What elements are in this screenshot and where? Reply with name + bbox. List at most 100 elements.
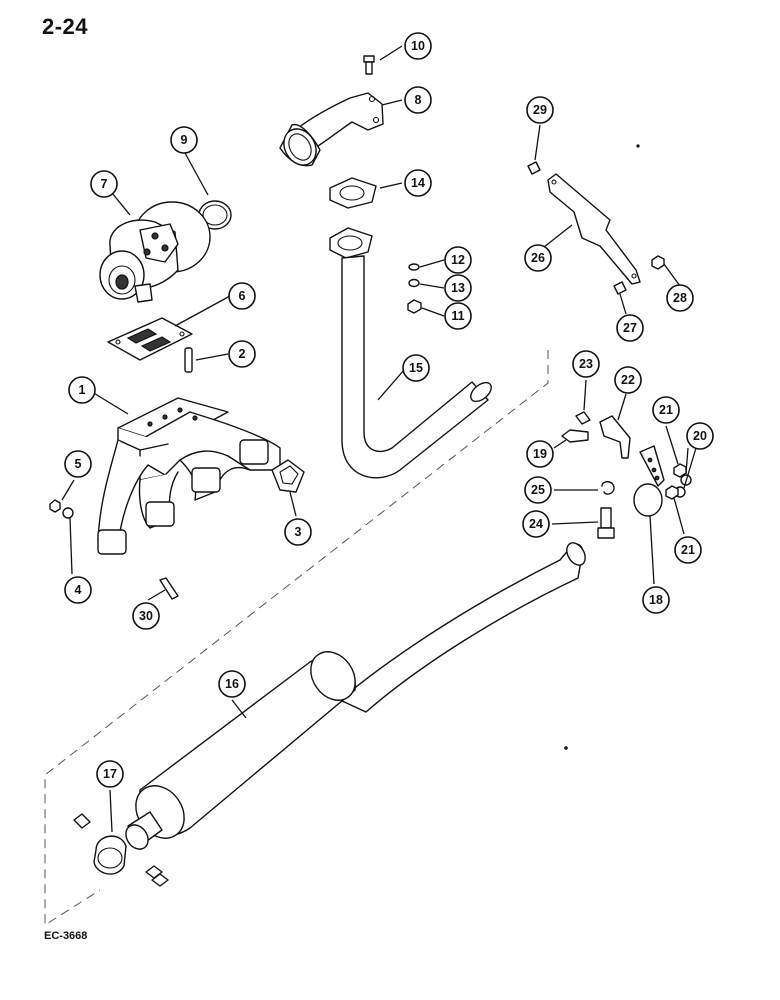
part-17-clamp	[73, 813, 169, 887]
callout-21-lower-label: 21	[681, 543, 695, 557]
callout-1: 1	[68, 376, 96, 404]
callout-24-label: 24	[529, 517, 543, 531]
callout-22: 22	[614, 366, 642, 394]
part-21-nut-lower	[665, 485, 679, 500]
part-1-exhaust-manifold	[97, 397, 281, 555]
callout-23-label: 23	[579, 357, 593, 371]
callout-12: 12	[444, 246, 472, 274]
part-7-turbocharger	[99, 201, 211, 303]
callout-17: 17	[96, 760, 124, 788]
part-2-stud	[184, 347, 193, 373]
leader-14	[379, 182, 403, 189]
part-3-gasket	[271, 459, 305, 493]
callout-21-upper: 21	[652, 396, 680, 424]
callout-24: 24	[522, 510, 550, 538]
callout-6: 6	[228, 282, 256, 310]
callout-3-label: 3	[295, 525, 302, 539]
callout-20-label: 20	[693, 429, 707, 443]
callout-7-label: 7	[101, 177, 108, 191]
stray-mark	[636, 144, 640, 148]
callout-29-label: 29	[533, 103, 547, 117]
callout-7: 7	[90, 170, 118, 198]
callout-26: 26	[524, 244, 552, 272]
leader-16	[231, 699, 247, 719]
callout-13-label: 13	[451, 281, 465, 295]
part-22-bracket	[599, 415, 631, 459]
leader-12	[419, 259, 445, 268]
leader-10	[379, 45, 403, 61]
callout-10-label: 10	[411, 39, 425, 53]
part-27-bolt	[613, 281, 627, 295]
callout-22-label: 22	[621, 373, 635, 387]
part-28-nut	[651, 255, 665, 270]
callout-30: 30	[132, 602, 160, 630]
callout-18-label: 18	[649, 593, 663, 607]
callout-19-label: 19	[533, 447, 547, 461]
callout-3: 3	[284, 518, 312, 546]
leader-21b	[673, 497, 685, 535]
figure-code: EC-3668	[44, 930, 88, 942]
part-23-bolt	[575, 411, 591, 425]
callout-8-label: 8	[415, 93, 422, 107]
part-14-gasket	[329, 177, 377, 209]
leader-28	[663, 263, 681, 287]
callout-25-label: 25	[531, 483, 545, 497]
callout-21-lower: 21	[674, 536, 702, 564]
part-11-nut	[407, 299, 422, 314]
callout-19: 19	[526, 440, 554, 468]
leader-26	[543, 224, 573, 248]
leader-29	[534, 124, 541, 161]
leader-20b	[683, 447, 697, 489]
callout-27-label: 27	[623, 321, 637, 335]
part-12-washer	[408, 263, 420, 271]
callout-17-label: 17	[103, 767, 117, 781]
callout-16-label: 16	[225, 677, 239, 691]
callout-5: 5	[64, 450, 92, 478]
leader-3	[289, 491, 297, 517]
leader-11	[421, 307, 445, 317]
leader-23	[583, 379, 587, 411]
part-6-gasket	[107, 317, 193, 361]
callout-16: 16	[218, 670, 246, 698]
leader-1	[91, 391, 129, 415]
leader-27	[619, 293, 627, 315]
callout-13: 13	[444, 274, 472, 302]
part-13-lockwasher	[408, 278, 420, 288]
callout-23: 23	[572, 350, 600, 378]
callout-11: 11	[444, 302, 472, 330]
callout-14: 14	[404, 169, 432, 197]
callout-4-label: 4	[75, 583, 82, 597]
leader-7	[111, 192, 131, 216]
part-8-elbow	[279, 92, 384, 167]
leader-lines	[61, 45, 697, 833]
callout-5-label: 5	[75, 457, 82, 471]
callout-18: 18	[642, 586, 670, 614]
part-26-bracket	[547, 173, 641, 285]
callout-9: 9	[170, 126, 198, 154]
phantom-frame-outline	[44, 350, 549, 926]
callout-14-label: 14	[411, 176, 425, 190]
callout-1-label: 1	[79, 383, 86, 397]
callout-9-label: 9	[181, 133, 188, 147]
callout-12-label: 12	[451, 253, 465, 267]
stray-mark	[564, 746, 568, 750]
leader-2	[195, 353, 229, 361]
part-30-stud	[159, 577, 179, 600]
part-5-nut	[49, 499, 61, 513]
leader-30	[147, 589, 166, 601]
leader-24	[551, 521, 599, 525]
callout-10: 10	[404, 32, 432, 60]
callout-27: 27	[616, 314, 644, 342]
callout-20: 20	[686, 422, 714, 450]
part-19-bolt	[561, 429, 589, 443]
part-15-exhaust-pipe	[329, 227, 492, 479]
callout-2-label: 2	[239, 347, 246, 361]
callout-30-label: 30	[139, 609, 153, 623]
callout-8: 8	[404, 86, 432, 114]
leader-21a	[665, 425, 679, 465]
callout-2: 2	[228, 340, 256, 368]
page-number: 2-24	[42, 14, 89, 39]
callout-6-label: 6	[239, 289, 246, 303]
leader-8	[381, 99, 403, 106]
